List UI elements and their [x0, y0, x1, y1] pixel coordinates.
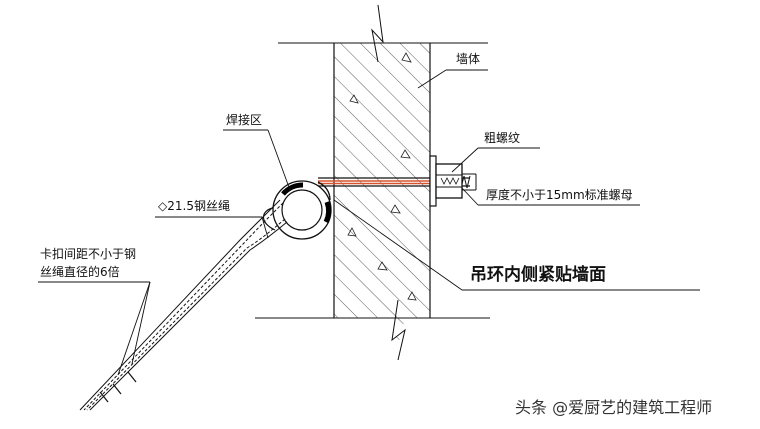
label-clip-note-line1: 卡扣间距不小于钢	[40, 247, 137, 261]
label-nut-note: 厚度不小于15mm标准螺母	[486, 188, 633, 202]
watermark: 头条 @爱厨艺的建筑工程师	[515, 398, 713, 417]
label-weld-zone: 焊接区	[226, 113, 263, 127]
label-wire-rope-text: 21.5钢丝绳	[167, 199, 230, 213]
anchor-bolt	[318, 155, 477, 207]
wire-rope	[79, 199, 288, 411]
label-clip-note-line2: 丝绳直径的6倍	[40, 265, 120, 279]
leader-lines	[38, 69, 700, 376]
lifting-ring	[272, 180, 332, 240]
label-wall: 墙体	[456, 52, 481, 66]
label-main-note: 吊环内侧紧贴墙面	[470, 265, 606, 285]
label-wire-rope: ◇21.5钢丝绳	[158, 200, 230, 212]
diameter-symbol-icon: ◇	[158, 199, 168, 213]
wall-body	[333, 4, 431, 361]
label-coarse-thread: 粗螺纹	[484, 131, 521, 145]
